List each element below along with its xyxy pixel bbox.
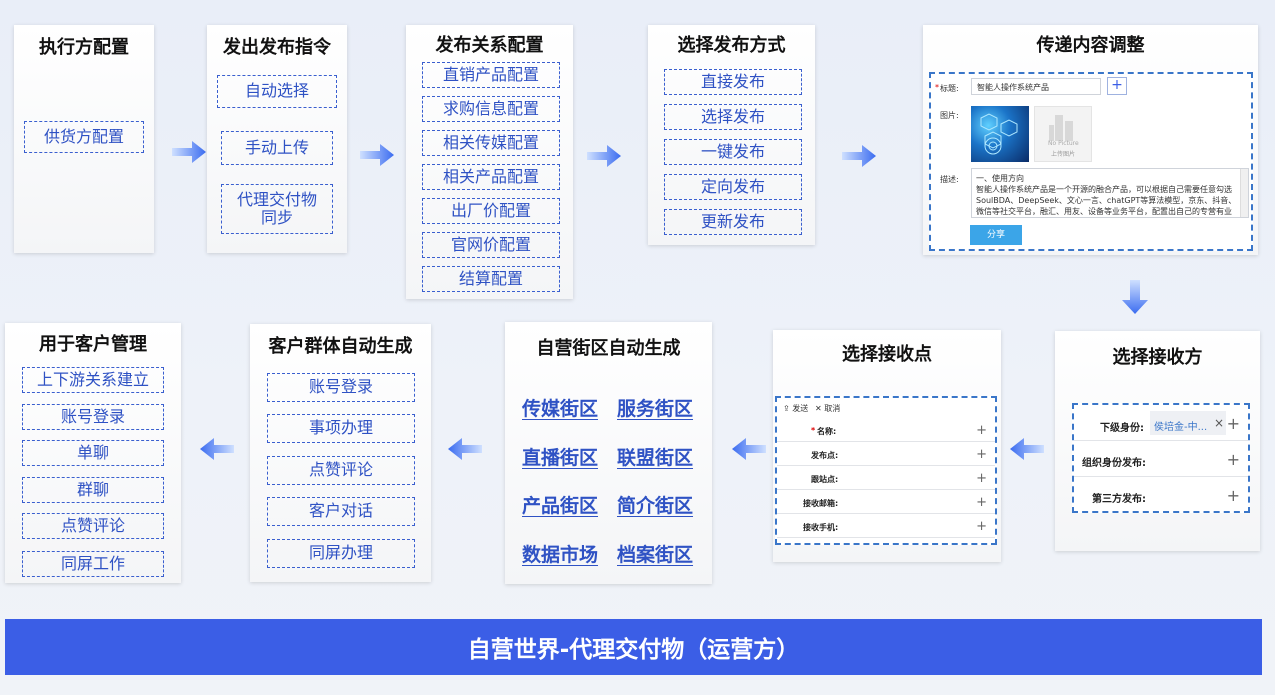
scrollbar[interactable] — [1240, 169, 1248, 217]
flow-item: 代理交付物 同步 — [221, 184, 333, 234]
card-executor-config: 执行方配置 供货方配置 — [14, 25, 154, 253]
arrow-right-icon — [587, 145, 621, 167]
content-form: * 标题: 智能人操作系统产品 + 图片: No Picture 上 — [929, 72, 1253, 251]
card-title: 发出发布指令 — [223, 37, 331, 58]
flow-item: 选择发布 — [664, 104, 802, 130]
flow-item: 直销产品配置 — [422, 62, 560, 88]
street-link[interactable]: 产品街区 — [522, 495, 599, 517]
arrow-right-icon — [842, 145, 876, 167]
flow-item: 供货方配置 — [24, 121, 144, 153]
arrow-left-icon — [200, 438, 234, 460]
arrow-left-icon — [732, 438, 766, 460]
flow-item: 点赞评论 — [22, 513, 164, 539]
card-content-adjust: 传递内容调整 * 标题: 智能人操作系统产品 + 图片: No P — [923, 25, 1258, 255]
card-title: 选择接收点 — [842, 344, 932, 365]
card-title: 选择发布方式 — [677, 35, 786, 56]
flow-item: 群聊 — [22, 477, 164, 503]
flow-item: 账号登录 — [267, 373, 415, 402]
arrow-down-icon — [1122, 280, 1148, 314]
share-button[interactable]: 分享 — [970, 225, 1022, 245]
flow-item: 官网价配置 — [422, 232, 560, 258]
street-link[interactable]: 直播街区 — [522, 447, 599, 469]
card-title: 传递内容调整 — [1036, 35, 1145, 56]
title-label: 标题: — [940, 84, 959, 93]
card-title: 自营街区自动生成 — [536, 338, 681, 359]
card-customer-management: 用于客户管理 上下游关系建立 账号登录 单聊 群聊 点赞评论 同屏工作 — [5, 323, 181, 583]
send-button[interactable]: ⇪ 发送 — [783, 404, 809, 413]
card-publish-relation: 发布关系配置 直销产品配置 求购信息配置 相关传媒配置 相关产品配置 出厂价配置… — [406, 25, 573, 299]
card-publish-command: 发出发布指令 自动选择 手动上传 代理交付物 同步 — [207, 25, 347, 253]
title-input[interactable]: 智能人操作系统产品 — [971, 78, 1101, 95]
close-icon[interactable]: × — [1214, 416, 1225, 430]
flow-item: 手动上传 — [221, 131, 333, 165]
flow-item: 同屏办理 — [267, 539, 415, 568]
flow-item: 出厂价配置 — [422, 198, 560, 224]
tech-image — [971, 106, 1029, 162]
flow-item: 自动选择 — [217, 75, 337, 108]
flow-item: 账号登录 — [22, 404, 164, 430]
flow-item: 上下游关系建立 — [22, 367, 164, 393]
image-label: 图片: — [940, 111, 959, 120]
add-icon[interactable]: + — [976, 519, 987, 534]
street-link[interactable]: 服务街区 — [617, 398, 694, 420]
street-link[interactable]: 数据市场 — [522, 544, 599, 566]
arrow-right-icon — [360, 144, 394, 166]
flow-item: 直接发布 — [664, 69, 802, 95]
flow-item: 更新发布 — [664, 209, 802, 235]
add-icon[interactable]: + — [976, 495, 987, 510]
receiver-tag[interactable]: 侯培金-中... × — [1150, 411, 1226, 435]
card-customer-group: 客户群体自动生成 账号登录 事项办理 点赞评论 客户对话 同屏办理 — [250, 324, 431, 582]
card-title: 用于客户管理 — [39, 334, 147, 355]
street-link[interactable]: 传媒街区 — [522, 398, 599, 420]
flow-item: 相关传媒配置 — [422, 130, 560, 156]
flow-item: 结算配置 — [422, 266, 560, 292]
cancel-button[interactable]: ✕ 取消 — [815, 404, 841, 413]
card-title: 选择接收方 — [1112, 347, 1203, 368]
street-link[interactable]: 简介街区 — [617, 495, 694, 517]
card-street-generation: 自营街区自动生成 传媒街区 服务街区 直播街区 联盟街区 产品街区 简介街区 数… — [505, 322, 712, 584]
add-icon[interactable]: + — [1226, 450, 1240, 469]
flow-item: 求购信息配置 — [422, 96, 560, 122]
street-link[interactable]: 档案街区 — [617, 544, 694, 566]
add-icon[interactable]: + — [976, 471, 987, 486]
card-title: 发布关系配置 — [435, 35, 544, 56]
desc-textarea[interactable]: 一、使用方向 智能人操作系统产品是一个开源的融合产品，可以根据自己需要任意勾选 … — [971, 168, 1249, 218]
card-title: 客户群体自动生成 — [268, 336, 413, 357]
add-icon[interactable]: + — [1226, 486, 1240, 505]
street-link[interactable]: 联盟街区 — [617, 447, 694, 469]
receive-point-form: ⇪ 发送 ✕ 取消 * 名称: + 发布点: + 跟站点: + 接收邮箱: + … — [775, 396, 997, 545]
arrow-left-icon — [1010, 438, 1044, 460]
flow-item: 相关产品配置 — [422, 164, 560, 190]
add-icon[interactable]: + — [976, 423, 987, 438]
flow-item: 事项办理 — [267, 414, 415, 443]
receiver-form: 下级身份: 侯培金-中... × + 组织身份发布: + 第三方发布: + — [1072, 403, 1250, 513]
add-title-button[interactable]: + — [1107, 77, 1127, 95]
card-select-receiver: 选择接收方 下级身份: 侯培金-中... × + 组织身份发布: + 第三方发布… — [1055, 331, 1260, 551]
flow-item: 客户对话 — [267, 497, 415, 526]
arrow-left-icon — [448, 438, 482, 460]
flow-item: 点赞评论 — [267, 456, 415, 485]
flow-item: 同屏工作 — [22, 551, 164, 577]
flow-item: 定向发布 — [664, 174, 802, 200]
bottom-banner: 自营世界-代理交付物（运营方） — [5, 619, 1262, 675]
upload-image-placeholder[interactable]: No Picture 上传图片 — [1034, 106, 1092, 162]
add-icon[interactable]: + — [1226, 414, 1240, 433]
card-publish-method: 选择发布方式 直接发布 选择发布 一键发布 定向发布 更新发布 — [648, 25, 815, 245]
card-title: 执行方配置 — [39, 37, 129, 58]
arrow-right-icon — [172, 141, 206, 163]
add-icon[interactable]: + — [976, 447, 987, 462]
desc-label: 描述: — [940, 175, 959, 184]
card-select-receive-point: 选择接收点 ⇪ 发送 ✕ 取消 * 名称: + 发布点: + 跟站点: + 接收… — [773, 330, 1001, 562]
flow-item: 一键发布 — [664, 139, 802, 165]
flow-item: 单聊 — [22, 440, 164, 466]
